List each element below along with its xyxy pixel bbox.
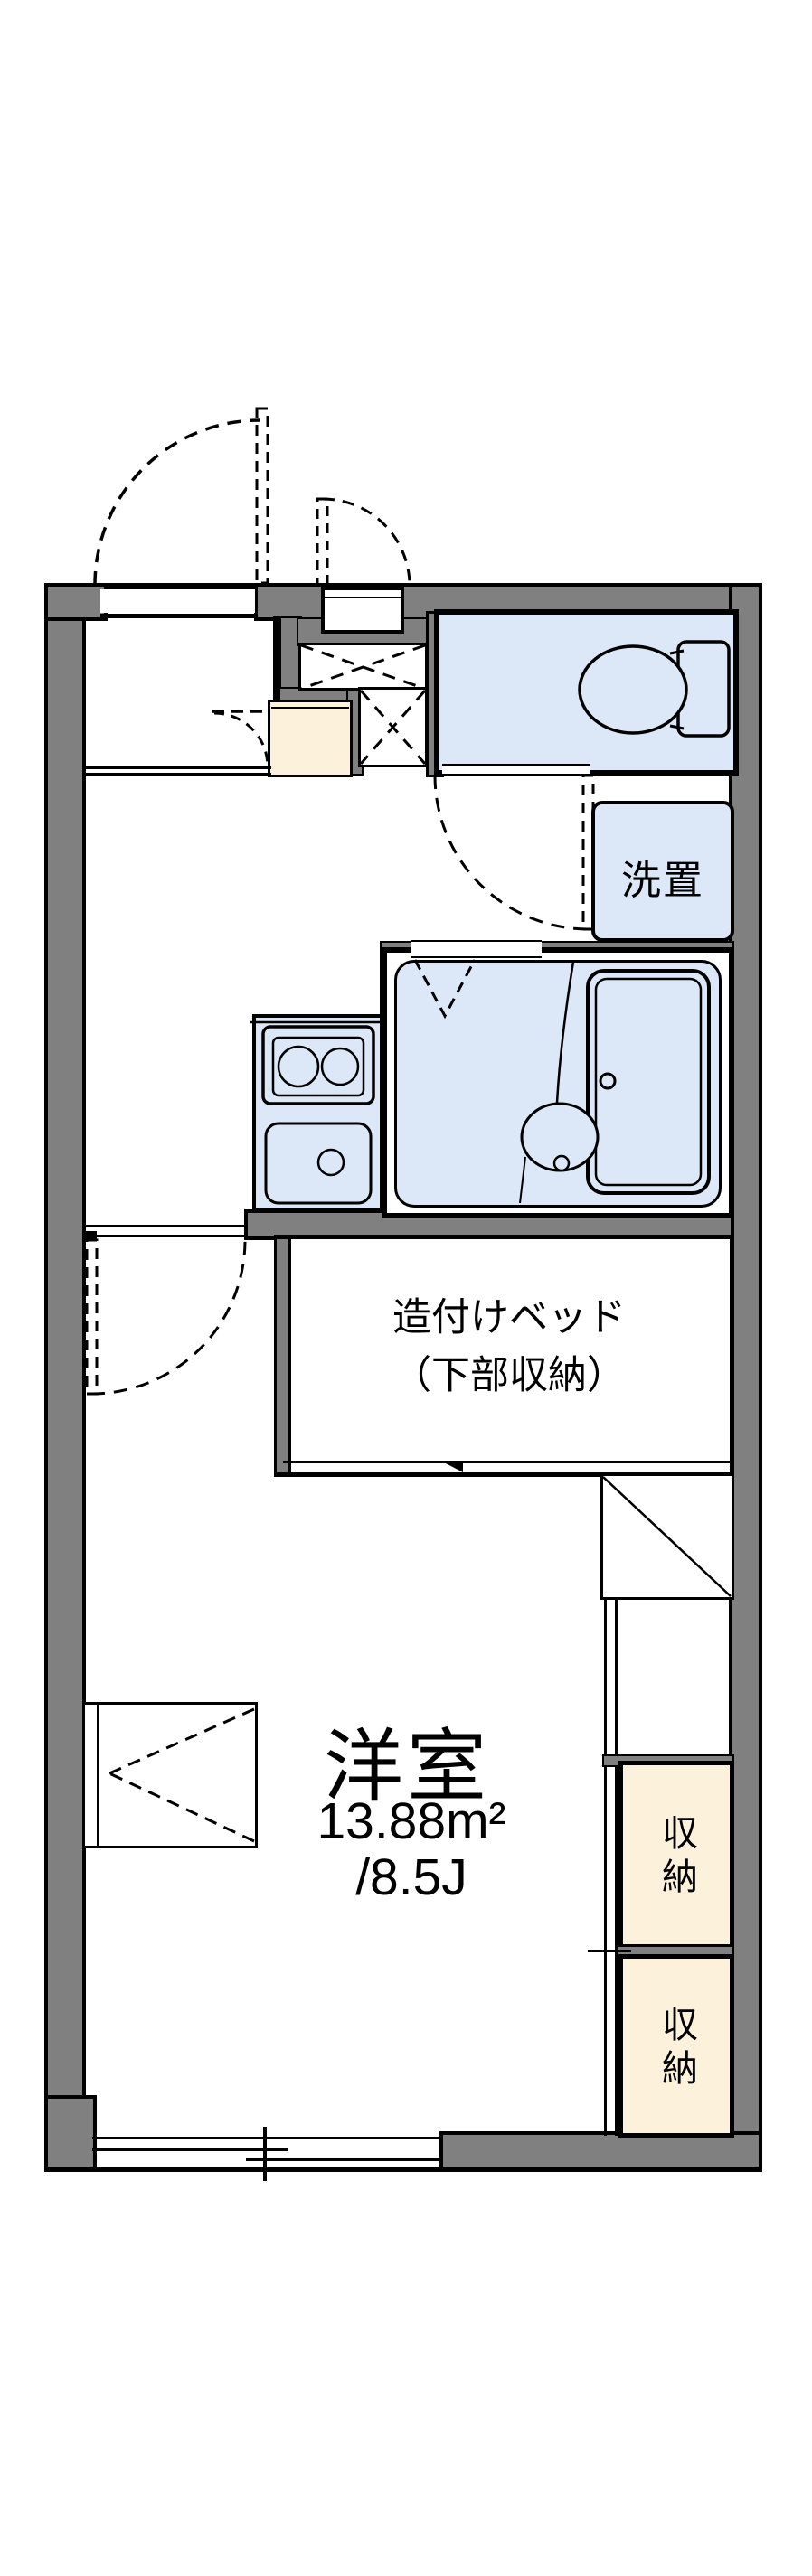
stove-burner-left xyxy=(277,1045,320,1088)
bedroom-door-end-cap xyxy=(86,1231,97,1240)
bath-divider-curve xyxy=(555,961,575,1104)
closet-upper-x xyxy=(300,644,426,691)
bath-folding-door xyxy=(413,959,477,1020)
closet-track-line-2 xyxy=(615,1600,618,2136)
room-area-jo: /8.5J xyxy=(355,1848,467,1906)
bath-basin-line xyxy=(519,1156,526,1204)
stove-burner-right xyxy=(320,1047,360,1086)
bed-door-marker xyxy=(442,1462,463,1472)
washroom-door-arc xyxy=(433,775,590,931)
bathroom-door-threshold xyxy=(411,940,542,958)
storage-box-2 xyxy=(618,1954,734,2138)
bedroom-door-track-2 xyxy=(84,1235,246,1237)
bottom-window-line-2 xyxy=(92,2148,288,2151)
wall-top-left xyxy=(44,583,108,621)
small-door-arc xyxy=(322,497,411,587)
bed-label-line1: 造付けベッド xyxy=(392,1296,626,1340)
bottom-window-tick xyxy=(263,2127,267,2181)
built-in-bed xyxy=(274,1235,734,1477)
bedroom-door-arc xyxy=(90,1239,247,1396)
stove-inner xyxy=(271,1036,365,1097)
bed-label-line2: （下部収納） xyxy=(392,1354,626,1397)
entry-wall-stub-edge xyxy=(273,616,281,705)
entrance-door-leaf xyxy=(255,407,269,585)
bathtub-inner xyxy=(594,977,703,1187)
storage-label-1: 収納 xyxy=(656,1814,696,1901)
washer-space xyxy=(591,801,734,942)
storage-box-1 xyxy=(618,1761,734,1949)
washer-label: 洗置 xyxy=(621,859,704,903)
genkan-track-line xyxy=(271,707,349,709)
toilet-bowl xyxy=(578,644,688,735)
bottom-window-line-3 xyxy=(246,2158,443,2161)
bedroom-door-track-1 xyxy=(84,1225,246,1227)
toilet-seat-lines xyxy=(669,649,685,730)
bathtub-drain xyxy=(599,1072,617,1090)
entrance-threshold-line xyxy=(100,614,255,618)
bedroom-left-window-inner-line xyxy=(97,1705,99,1846)
bathtub-outer xyxy=(586,969,711,1195)
bottom-window-line-1 xyxy=(92,2137,443,2139)
bed-bottom-inner-line xyxy=(283,1461,732,1463)
closet-track-tick xyxy=(588,1950,631,1952)
closet-track-line-1 xyxy=(604,1600,607,2136)
stove-outer xyxy=(261,1025,375,1105)
washroom-door-leaf xyxy=(581,774,595,931)
entry-mini-door-arc xyxy=(213,711,269,767)
bedroom-door-leaf xyxy=(85,1238,99,1396)
entrance-door-arc xyxy=(93,418,260,586)
entry-step-line-2 xyxy=(84,773,271,776)
room-name: 洋室 xyxy=(323,1722,490,1811)
entry-step-line-1 xyxy=(84,766,271,769)
room-area-sqm: 13.88m² xyxy=(316,1792,506,1850)
entrance-opening xyxy=(100,589,255,613)
kitchen-sink xyxy=(264,1122,373,1205)
top-window-box xyxy=(321,587,404,634)
bottom-wall-outer-line xyxy=(44,2167,762,2172)
closet-lower-x xyxy=(359,690,427,765)
bedroom-left-window-box xyxy=(82,1702,258,1848)
small-door-leaf xyxy=(316,497,329,587)
counter-diagonal xyxy=(602,1476,732,1597)
storage-label-2: 収納 xyxy=(656,2006,696,2092)
toilet-door-threshold xyxy=(442,764,590,776)
kitchen-faucet xyxy=(316,1148,345,1177)
bed-left-wall xyxy=(274,1236,291,1475)
genkan-step xyxy=(268,700,353,777)
bath-basin-drain xyxy=(552,1154,571,1172)
top-window-inner-line xyxy=(325,597,401,598)
left-window-v xyxy=(109,1707,255,1843)
wall-left xyxy=(44,583,86,2172)
